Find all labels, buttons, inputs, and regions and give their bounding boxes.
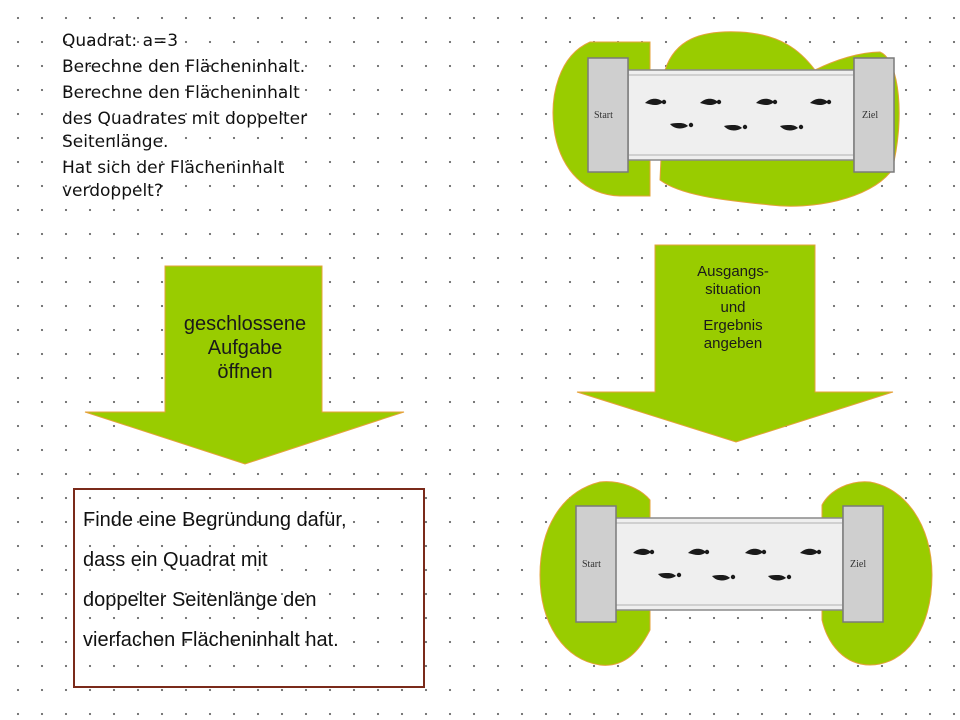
result-line: vierfachen Flächeninhalt hat. — [83, 629, 339, 651]
track-lane — [614, 517, 844, 611]
start-label: Start — [594, 110, 613, 121]
track-lane — [627, 69, 855, 161]
task-line: Berechne den Flächeninhalt — [62, 83, 300, 103]
footprints-icon — [633, 548, 822, 581]
result-line: dass ein Quadrat mit — [83, 549, 268, 571]
start-label: Start — [582, 559, 601, 570]
footprints-icon — [645, 98, 832, 131]
result-text: Finde eine Begründung dafür, dass ein Qu… — [83, 500, 423, 660]
result-line: doppelter Seitenlänge den — [83, 589, 317, 611]
goal-label: Ziel — [850, 559, 866, 570]
start-post — [587, 57, 629, 173]
goal-post — [842, 505, 884, 623]
arrow-label-open-task: geschlossene Aufgabe öffnen — [183, 313, 307, 383]
result-box — [73, 488, 425, 688]
task-line: Hat sich der Flächeninhalt — [62, 158, 285, 178]
goal-post — [853, 57, 895, 173]
task-line: Seitenlänge. — [62, 132, 169, 152]
arrow-label-state-start-goal: Ausgangs- situation und Ergebnis angeben — [697, 263, 769, 352]
task-line: Berechne den Flächeninhalt. — [62, 57, 306, 77]
task-line: des Quadrates mit doppelter — [62, 109, 308, 129]
result-line: Finde eine Begründung dafür, — [83, 509, 347, 531]
goal-label: Ziel — [862, 110, 878, 121]
task-line: verdoppelt? — [62, 181, 163, 201]
start-post — [575, 505, 617, 623]
task-text: Quadrat: a=3 Berechne den Flächeninhalt.… — [62, 30, 382, 203]
task-line: Quadrat: a=3 — [62, 31, 179, 51]
